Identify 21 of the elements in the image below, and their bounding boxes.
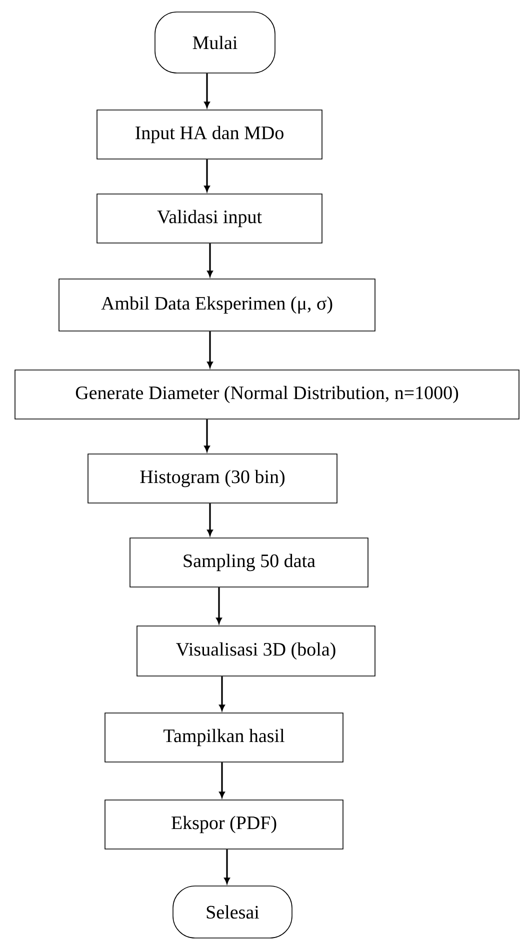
arrow: [219, 762, 225, 798]
arrow: [204, 159, 210, 192]
arrow: [224, 849, 230, 884]
process-box: Validasi input: [96, 194, 322, 244]
process-box: Ekspor (PDF): [104, 800, 344, 850]
arrow: [204, 73, 210, 108]
arrow: [207, 331, 213, 368]
terminal-box: Mulai: [154, 12, 276, 74]
arrow: [204, 419, 210, 452]
terminal-box: Selesai: [172, 886, 292, 938]
arrow: [207, 503, 213, 536]
process-box: Tampilkan hasil: [104, 712, 344, 762]
arrow: [207, 243, 213, 277]
arrow: [219, 676, 225, 711]
process-box: Histogram (30 bin): [88, 454, 338, 504]
process-box: Sampling 50 data: [130, 538, 368, 588]
process-box: Visualisasi 3D (bola): [136, 626, 376, 676]
process-box: Ambil Data Eksperimen (μ, σ): [58, 278, 376, 332]
arrow: [216, 587, 222, 624]
process-box: Generate Diameter (Normal Distribution, n=1000): [14, 370, 520, 420]
process-box: Input HA dan MDo: [96, 110, 322, 160]
